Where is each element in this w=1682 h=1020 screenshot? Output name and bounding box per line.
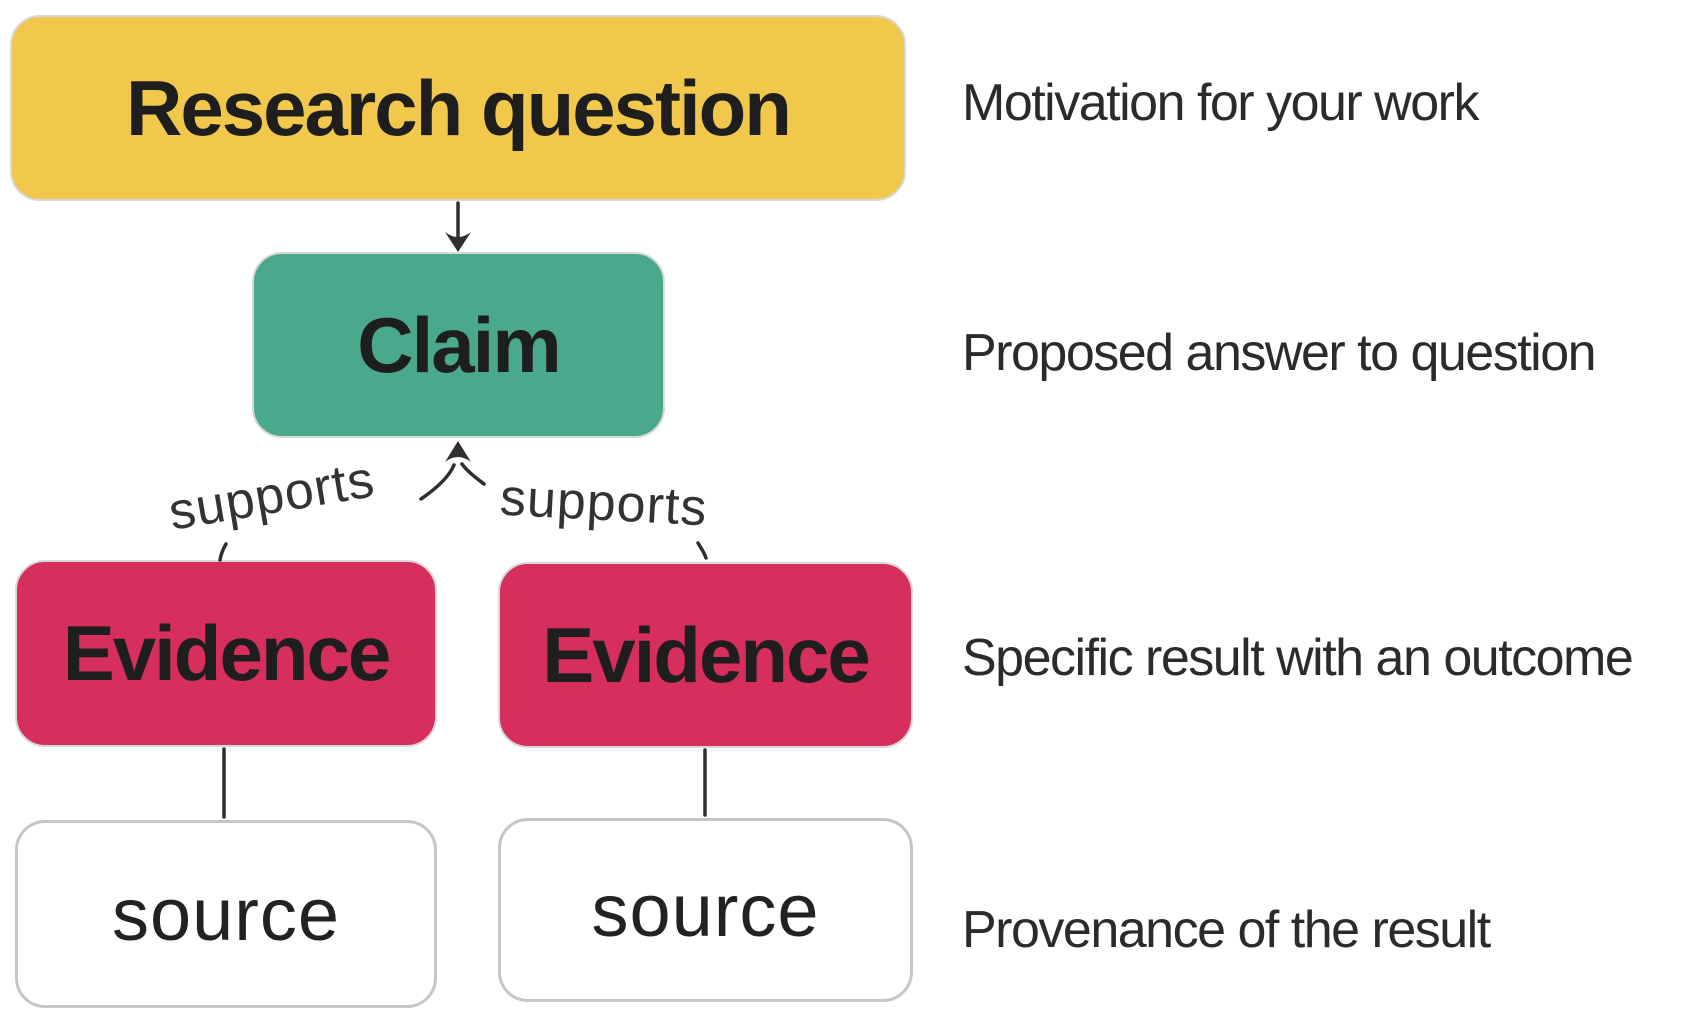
node-evidence-left: Evidence (15, 560, 437, 747)
node-research-question: Research question (10, 15, 906, 201)
node-claim: Claim (252, 252, 665, 438)
node-source-right: source (498, 818, 913, 1002)
annotation-proposed-answer: Proposed answer to question (962, 324, 1597, 382)
source-right-label: source (591, 868, 820, 952)
annotation-specific-result: Specific result with an outcome (962, 629, 1634, 687)
edge-label-supports-left: supports (164, 450, 379, 542)
evidence-right-label: Evidence (542, 610, 871, 699)
node-source-left: source (15, 820, 437, 1008)
research-question-label: Research question (126, 63, 792, 152)
arrow-research-to-claim (445, 201, 471, 252)
evidence-left-label: Evidence (62, 609, 392, 697)
source-left-label: source (111, 872, 341, 956)
node-evidence-right: Evidence (498, 562, 913, 748)
claim-label: Claim (357, 300, 561, 389)
annotation-provenance: Provenance of the result (962, 901, 1491, 959)
edge-label-supports-right: supports (498, 468, 709, 538)
annotation-motivation: Motivation for your work (962, 74, 1479, 132)
